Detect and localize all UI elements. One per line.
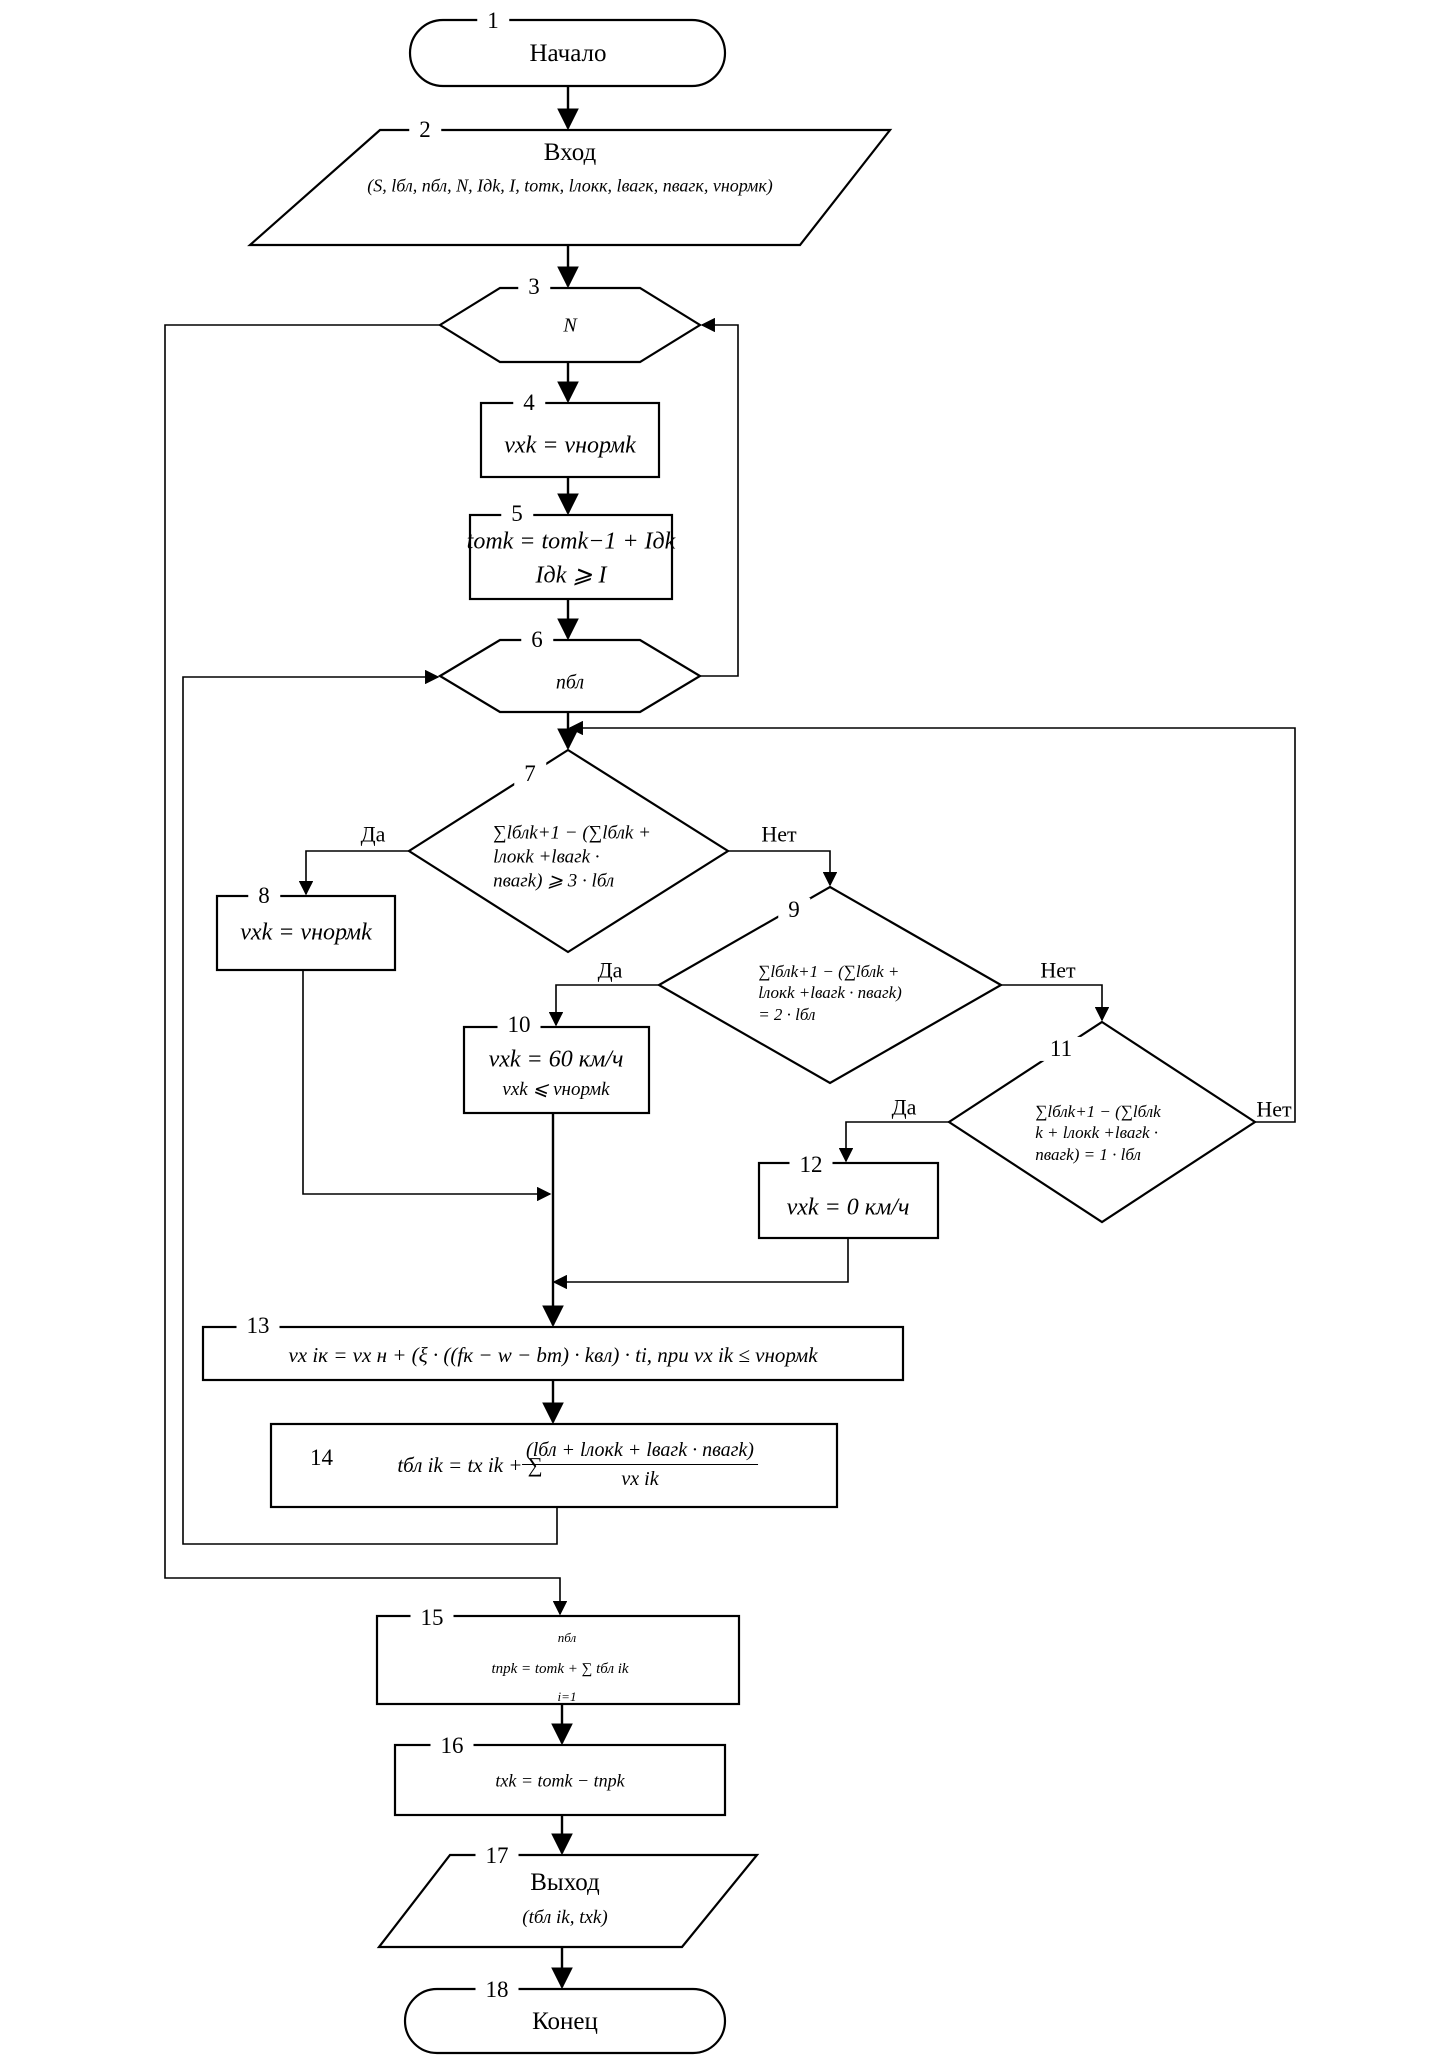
block-4-number: 4 [513, 390, 545, 416]
block-17-number: 17 [475, 1843, 519, 1869]
block-10-text2: vхk ⩽ vнормk [502, 1079, 610, 1101]
block-11-line-1: ∑lблk+1 − (∑lблk [1035, 1102, 1161, 1122]
block-6-number: 6 [521, 627, 553, 653]
block-15-text: tпрk = tотk + ∑ tбл ik [491, 1661, 629, 1678]
branch-7-yes-label: Да [360, 821, 386, 847]
block-15-sum-upper: nбл [557, 1630, 577, 1646]
arrow-11-no-loop-7 [568, 720, 1296, 1123]
block-14-number: 14 [310, 1445, 333, 1470]
block-14-fraction: (lбл + lлокk + lвагk · nвагk) vх ik [522, 1440, 758, 1490]
block-2-input [247, 128, 893, 247]
block-5-text2: Iдk ⩾ I [535, 562, 607, 589]
block-11-line-3: nвагk) = 1 · lбл [1035, 1144, 1141, 1164]
block-11-decision [946, 1020, 1258, 1224]
block-18-text: Конец [532, 2007, 598, 2035]
block-9-line-3: = 2 · lбл [758, 1004, 816, 1024]
block-11-number: 11 [1039, 1036, 1083, 1062]
block-4-text: vхk = vнормk [504, 432, 636, 459]
branch-7-no-label: Нет [761, 821, 797, 847]
branch-11-no-label: Нет [1256, 1096, 1292, 1122]
block-13-process [201, 1325, 905, 1382]
branch-11-yes-label: Да [891, 1094, 917, 1120]
block-14-lhs: tбл ik = tх ik + ∑ [397, 1452, 543, 1477]
arrow-8-merge [302, 970, 552, 1202]
block-13-text: vх iк = vх н + (ξ · ((fк − w − bт) · kвл… [288, 1342, 818, 1367]
block-2-number: 2 [409, 117, 441, 143]
block-2-params: (S, lбл, nбл, N, Iдk, I, tотк, lлокк, lв… [367, 175, 773, 196]
arrow-14-loopback-6 [182, 669, 558, 1545]
block-15-number: 15 [410, 1605, 454, 1631]
arrow-3-exit [164, 324, 568, 1616]
block-14-denominator: vх ik [621, 1468, 659, 1490]
block-11-condition: ∑lблk+1 − (∑lблk k + lлокk +lвагk · nваг… [1035, 1101, 1160, 1165]
block-11-line-2: k + lлокk +lвагk · [1035, 1123, 1159, 1143]
arrow-7-no-9 [728, 850, 838, 887]
block-9-condition: ∑lблk+1 − (∑lблk + lлокk +lвагk · nвагk)… [758, 961, 902, 1025]
block-10-process [462, 1025, 651, 1115]
block-5-number: 5 [501, 501, 533, 527]
block-18-number: 18 [475, 1977, 519, 2003]
block-6-text: nбл [555, 671, 585, 694]
block-1-number: 1 [477, 8, 509, 34]
block-13-number: 13 [236, 1313, 280, 1339]
block-12-text: vхk = 0 км/ч [786, 1194, 910, 1221]
block-5-text: tотk = tотk−1 + Iдk [466, 528, 676, 555]
arrow-7-yes-8 [298, 850, 409, 896]
block-4-process [479, 401, 661, 479]
arrow-9-no-11 [1001, 984, 1110, 1022]
block-15-process [375, 1614, 741, 1706]
block-3-loop [437, 286, 703, 364]
arrow-9-yes-10 [548, 984, 659, 1027]
block-17-output [376, 1853, 760, 1949]
block-9-line-1: ∑lблk+1 − (∑lблk + [758, 962, 900, 982]
arrow-12-merge [552, 1238, 849, 1290]
block-8-process [215, 894, 397, 972]
block-2-title: Вход [543, 138, 597, 166]
block-17-title: Выход [530, 1868, 600, 1896]
block-9-number: 9 [778, 897, 810, 923]
block-7-number: 7 [514, 761, 546, 787]
block-8-text: vхk = vнормk [240, 919, 372, 946]
block-1-text: Начало [529, 39, 607, 67]
block-7-decision [406, 748, 731, 954]
block-12-number: 12 [789, 1152, 833, 1178]
arrow-6-loopback-3 [700, 317, 739, 677]
block-9-line-2: lлокk +lвагk · nвагk) [758, 983, 902, 1003]
branch-9-yes-label: Да [597, 957, 623, 983]
block-14-process [269, 1422, 839, 1509]
block-10-text: vхk = 60 км/ч [488, 1046, 624, 1073]
block-9-decision [656, 885, 1004, 1085]
block-7-line-1: ∑lблk+1 − (∑lблk + [493, 822, 651, 844]
block-8-number: 8 [248, 883, 280, 909]
arrow-11-yes-12 [838, 1121, 949, 1163]
branch-9-no-label: Нет [1040, 957, 1076, 983]
block-7-line-3: nвагk) ⩾ 3 · lбл [493, 869, 615, 891]
block-14-numerator: (lбл + lлокk + lвагk · nвагk) [522, 1440, 758, 1465]
block-3-text: N [563, 314, 577, 337]
block-17-text: (tбл ik, tхk) [522, 1907, 608, 1929]
block-16-text: tхk = tотk − tпрk [495, 1770, 625, 1791]
block-10-number: 10 [497, 1012, 541, 1038]
block-7-condition: ∑lблk+1 − (∑lблk + lлокk +lвагk · nвагk)… [493, 821, 651, 892]
block-12-process [757, 1161, 940, 1240]
block-16-number: 16 [430, 1733, 474, 1759]
block-3-number: 3 [518, 274, 550, 300]
block-15-sum-lower: i=1 [557, 1689, 577, 1705]
block-7-line-2: lлокk +lвагk · [493, 846, 600, 868]
